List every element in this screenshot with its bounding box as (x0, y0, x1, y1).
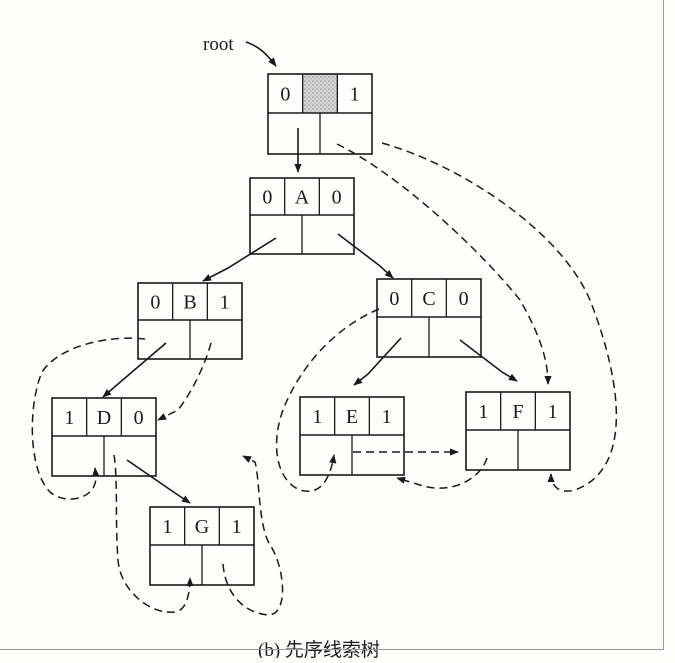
tree-node-f: 1 F 1 (465, 391, 571, 471)
ltag-field: 0 (280, 84, 290, 106)
rtag-field: 0 (134, 407, 144, 429)
tree-node-g: 1 G 1 (149, 506, 255, 586)
rtag-field: 1 (382, 406, 392, 428)
thread-link (396, 457, 488, 489)
root-label: root (203, 34, 234, 55)
ltag-field: 1 (162, 516, 172, 538)
data-field: A (295, 187, 310, 209)
data-field: G (195, 516, 209, 538)
rtag-field: 1 (220, 292, 230, 314)
tree-node-b: 0 B 1 (137, 282, 243, 360)
thread-links (31, 142, 617, 616)
diagram-caption: (b) 先序线索树 (258, 639, 380, 658)
rtag-field: 0 (459, 288, 469, 310)
ltag-field: 0 (150, 292, 160, 314)
thread-link (336, 143, 552, 385)
thread-link (113, 454, 194, 613)
data-field: B (183, 292, 196, 314)
thread-link (275, 308, 380, 492)
child-links (102, 128, 518, 504)
data-field: F (512, 401, 523, 423)
tree-node-d: 1 D 0 (51, 397, 157, 477)
thread-link (31, 337, 146, 500)
rtag-field: 1 (548, 401, 558, 423)
ltag-field: 0 (389, 288, 399, 310)
data-field: D (97, 407, 111, 429)
thread-link (157, 342, 212, 421)
ltag-field: 1 (64, 407, 74, 429)
ltag-field: 1 (312, 406, 322, 428)
tree-node-c: 0 C 0 (376, 278, 482, 358)
child-link (202, 237, 277, 282)
child-link (353, 337, 402, 386)
data-field: E (346, 406, 358, 428)
tree-node-e: 1 E 1 (299, 396, 405, 476)
data-field: C (422, 288, 435, 310)
rtag-field: 0 (332, 187, 342, 209)
ltag-field: 1 (478, 401, 488, 423)
head-data-shading (302, 74, 338, 113)
ltag-field: 0 (262, 187, 272, 209)
thread-link (222, 455, 284, 616)
thread-link (381, 142, 617, 492)
child-link (459, 339, 518, 382)
rtag-field: 1 (350, 84, 360, 106)
child-link (102, 342, 167, 398)
rtag-field: 1 (232, 516, 242, 538)
child-link (126, 459, 191, 504)
root-pointer-arrow (245, 41, 277, 67)
child-link (337, 233, 394, 279)
